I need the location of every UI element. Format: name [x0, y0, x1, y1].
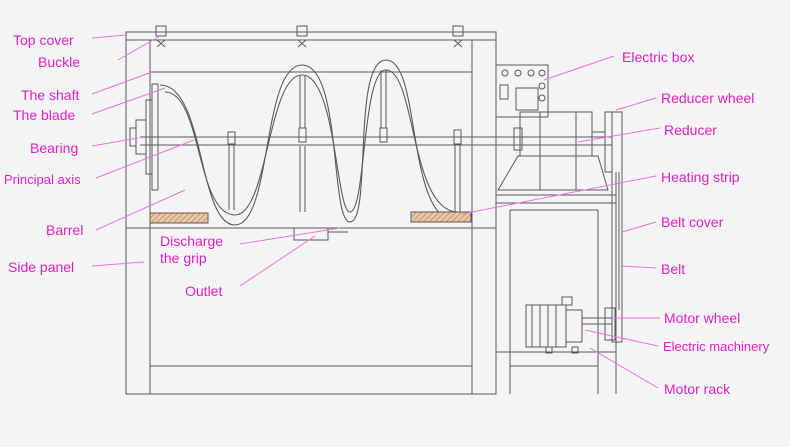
label-discharge-line1: Discharge	[160, 233, 224, 249]
motor-wheel	[604, 307, 616, 341]
spiral-blade	[159, 59, 459, 226]
label-bearing: Bearing	[30, 140, 79, 156]
label-side-panel: Side panel	[8, 259, 75, 275]
leader-top-cover	[91, 34, 127, 39]
label-heating-strip: Heating strip	[661, 169, 740, 185]
reducer-wheel	[604, 111, 613, 173]
label-belt: Belt	[661, 261, 686, 277]
belt-cover	[611, 111, 623, 343]
label-top-cover: Top cover	[13, 32, 74, 48]
leader-barrel	[95, 189, 186, 231]
label-electric-machinery: Electric machinery	[663, 339, 770, 354]
leader-heating-strip	[461, 175, 657, 215]
electric-box	[495, 64, 549, 118]
label-discharge-grip: Discharge the grip	[160, 233, 223, 267]
label-the-shaft: The shaft	[21, 87, 80, 103]
leader-outlet	[239, 235, 316, 287]
outlet	[293, 227, 348, 241]
buckle-left	[155, 25, 167, 48]
leader-side-panel	[91, 261, 145, 267]
label-the-blade: The blade	[13, 107, 76, 123]
blade-supports	[227, 70, 462, 212]
leader-reducer-wheel	[615, 97, 657, 111]
label-buckle: Buckle	[38, 54, 81, 70]
label-reducer-wheel: Reducer wheel	[661, 90, 755, 106]
label-motor-rack: Motor rack	[664, 381, 731, 397]
label-motor-wheel: Motor wheel	[664, 310, 741, 326]
label-reducer: Reducer	[664, 122, 717, 138]
label-barrel: Barrel	[46, 222, 84, 238]
leader-belt	[621, 265, 657, 269]
top-cover	[125, 31, 497, 41]
leader-motor-rack	[589, 347, 659, 389]
label-discharge-line2: the grip	[160, 250, 207, 266]
leader-electric-machinery	[584, 329, 659, 347]
label-electric-box: Electric box	[622, 49, 695, 65]
buckle-middle	[296, 25, 308, 48]
leader-bearing	[91, 137, 139, 147]
leader-belt-cover	[621, 221, 657, 233]
label-principal-axis: Principal axis	[4, 172, 81, 187]
motor-frame	[495, 194, 617, 394]
leader-buckle	[117, 35, 161, 61]
leader-electric-box	[543, 55, 615, 81]
electric-motor	[525, 296, 613, 354]
heating-strip-left	[149, 212, 209, 224]
leader-discharge	[239, 227, 341, 245]
leader-principal-axis	[95, 139, 195, 179]
buckle-right	[452, 25, 464, 48]
label-belt-cover: Belt cover	[661, 214, 724, 230]
leader-reducer	[577, 127, 661, 143]
label-outlet: Outlet	[185, 283, 223, 299]
leader-the-shaft	[91, 71, 153, 95]
reducer	[497, 111, 609, 191]
heating-strip-right	[410, 211, 472, 223]
leader-the-blade	[91, 87, 166, 115]
